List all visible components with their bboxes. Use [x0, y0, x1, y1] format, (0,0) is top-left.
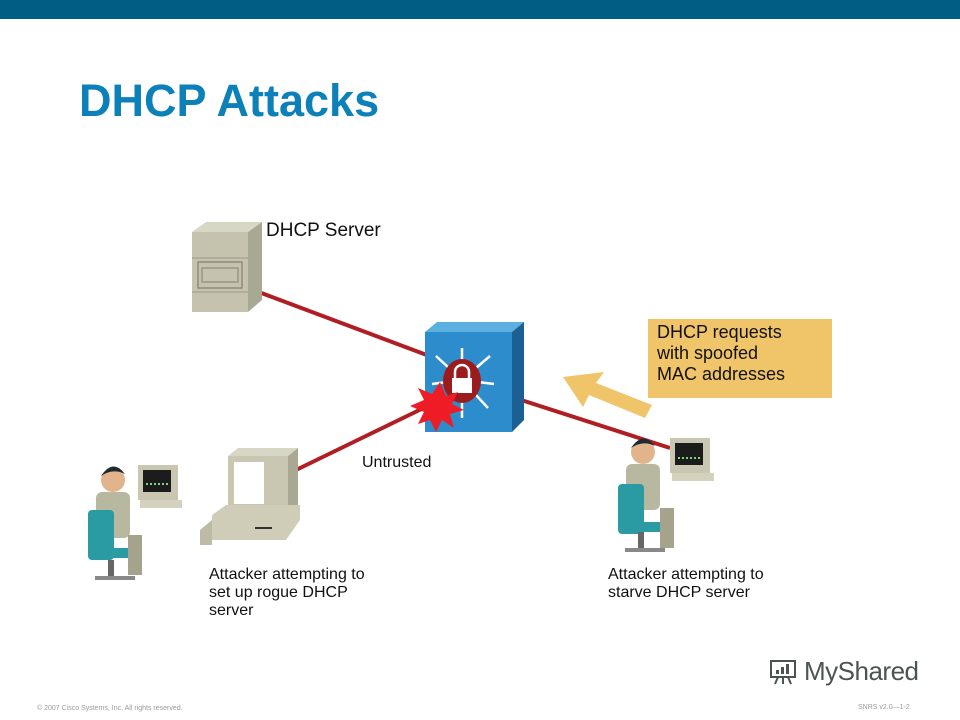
- caption-line: Attacker attempting to: [209, 566, 365, 583]
- workstation-icon: [200, 448, 300, 545]
- link-rogue-switch: [295, 398, 441, 472]
- dhcp-server-label: DHCP Server: [266, 220, 381, 241]
- person-icon: [88, 465, 182, 580]
- caption-line: Attacker attempting to: [608, 566, 764, 583]
- myshared-logo: MyShared: [768, 656, 919, 687]
- arrow-icon: [563, 372, 652, 418]
- slide-title: DHCP Attacks: [79, 75, 380, 126]
- explosion-icon: [410, 382, 464, 432]
- brand-name: MyShared: [804, 656, 919, 686]
- caption-line: starve DHCP server: [608, 584, 750, 601]
- starve-attacker-caption: Attacker attempting to starve DHCP serve…: [608, 566, 764, 602]
- lock-icon: [452, 363, 472, 393]
- callout-line: MAC addresses: [657, 364, 786, 384]
- spoofed-requests-callout: DHCP requests with spoofed MAC addresses: [648, 319, 832, 398]
- untrusted-label: Untrusted: [362, 454, 432, 471]
- server-icon: [192, 222, 262, 312]
- link-server-switch: [231, 280, 441, 362]
- callout-line: DHCP requests: [657, 322, 782, 342]
- copyright-text: © 2007 Cisco Systems, Inc. All rights re…: [37, 705, 183, 712]
- rogue-attacker-caption: Attacker attempting to set up rogue DHCP…: [209, 566, 365, 620]
- caption-line: set up rogue DHCP: [209, 584, 348, 601]
- top-accent-bar: [0, 0, 960, 19]
- callout-line: with spoofed: [657, 343, 759, 363]
- caption-line: server: [209, 602, 254, 619]
- person-icon: [618, 438, 714, 552]
- presentation-board-icon: [770, 659, 796, 684]
- course-code: SNRS v2.0—1-2: [858, 704, 910, 711]
